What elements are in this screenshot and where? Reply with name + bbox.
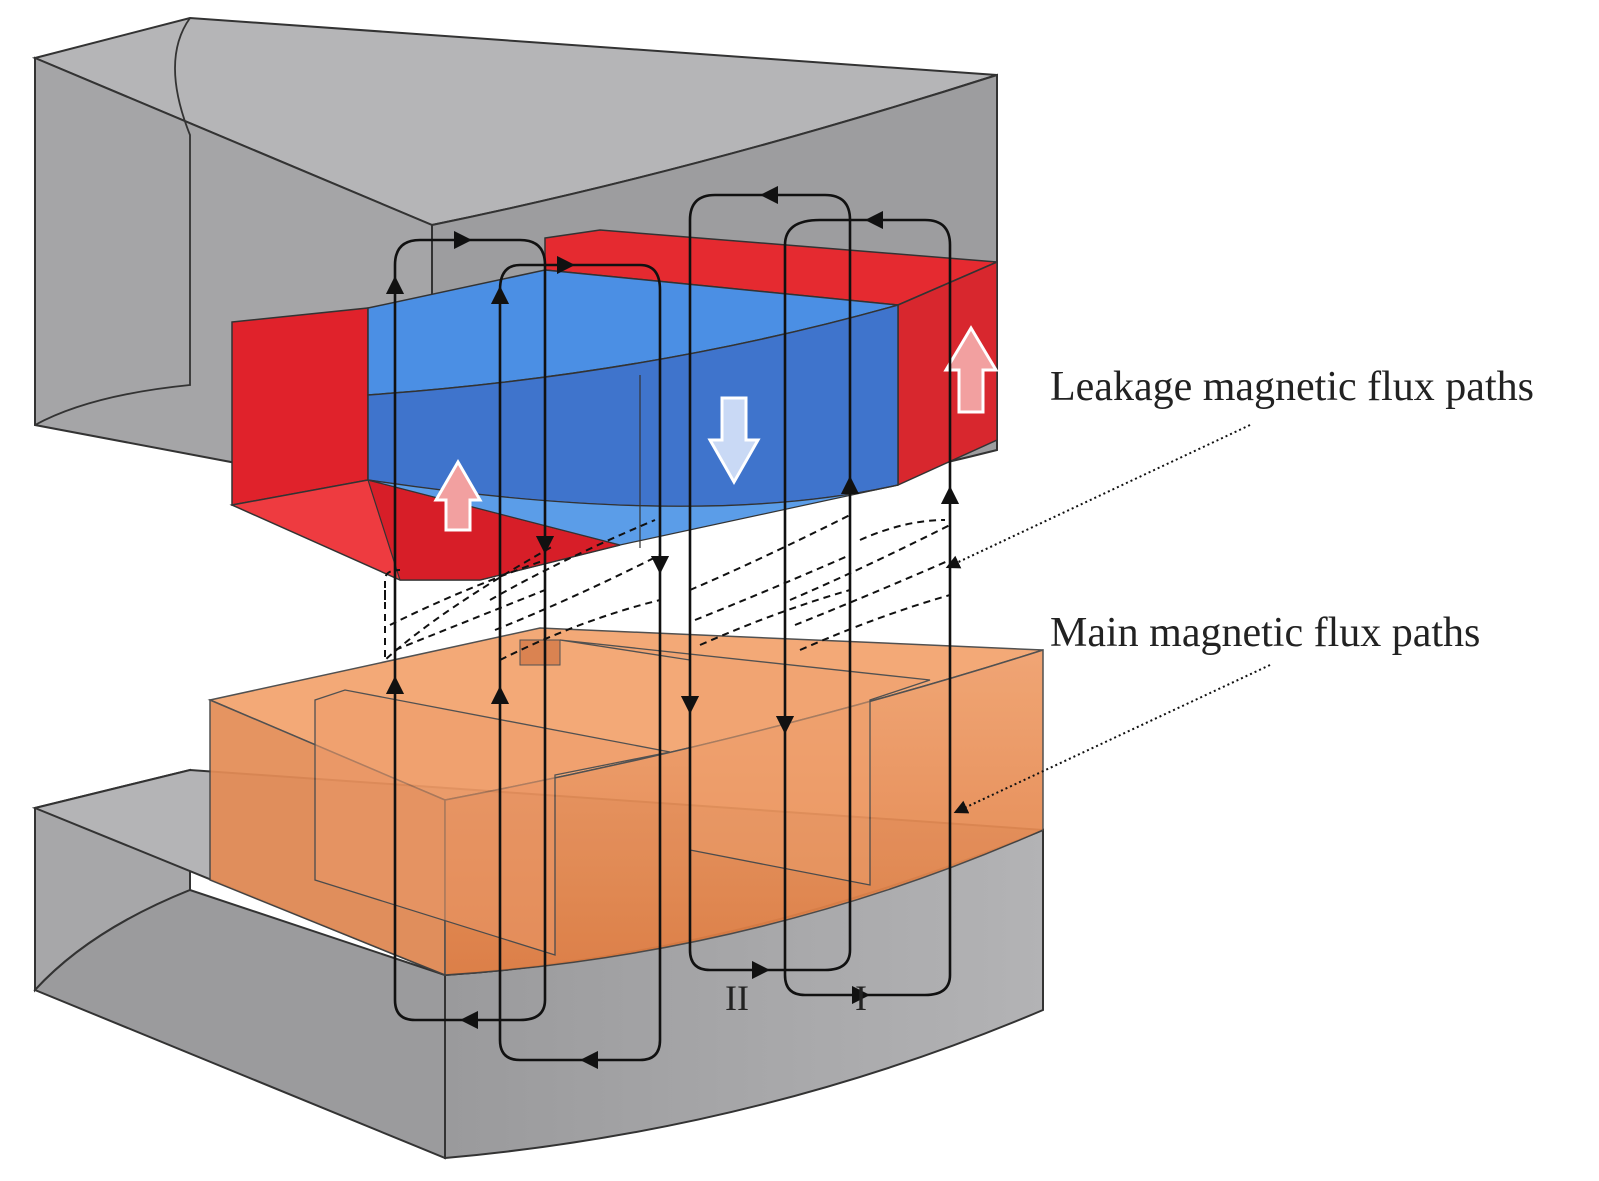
leakage-flux-path (489, 519, 656, 601)
callout-leaders (945, 424, 1271, 814)
main-flux-loop-3 (688, 193, 852, 972)
leakage-flux-path (859, 519, 946, 541)
leakage-flux-path (494, 554, 661, 631)
leakage-flux-path (394, 589, 546, 651)
leakage-flux-path (499, 599, 661, 661)
lower-core-bottom-face (33, 888, 446, 1160)
leakage-flux-path (689, 514, 851, 591)
leakage-flux-path (389, 559, 546, 626)
up-arrow-icon (943, 325, 999, 414)
path-one-label: I (855, 978, 867, 1018)
leakage-flux-path (384, 544, 556, 663)
magnet-array (229, 229, 999, 581)
leakage-flux-path (794, 559, 951, 626)
up-arrow-icon (433, 459, 483, 532)
upper-core-inner-curve (34, 17, 191, 426)
main-flux-loop-1 (393, 238, 547, 1022)
main-flux-loop-4 (783, 218, 952, 997)
translator-inner-slot-bar (519, 639, 561, 666)
leakage-flux-label: Leakage magnetic flux paths (1050, 364, 1534, 410)
main-flux-label: Main magnetic flux paths (1050, 610, 1480, 656)
red-magnet-left-top (231, 307, 369, 506)
main-flux-loop-2 (498, 263, 662, 1062)
translator-inner-slot-left (314, 689, 671, 956)
leakage-flux-paths (384, 514, 951, 663)
leakage-flux-path (384, 569, 401, 600)
main-leader-line (953, 664, 1271, 814)
leakage-flux-path (789, 524, 951, 601)
main-flux-paths (385, 185, 960, 1070)
down-arrow-icon (707, 396, 761, 486)
translator-block (207, 627, 1044, 977)
leakage-flux-path (694, 554, 851, 621)
path-two-label: II (725, 978, 749, 1018)
